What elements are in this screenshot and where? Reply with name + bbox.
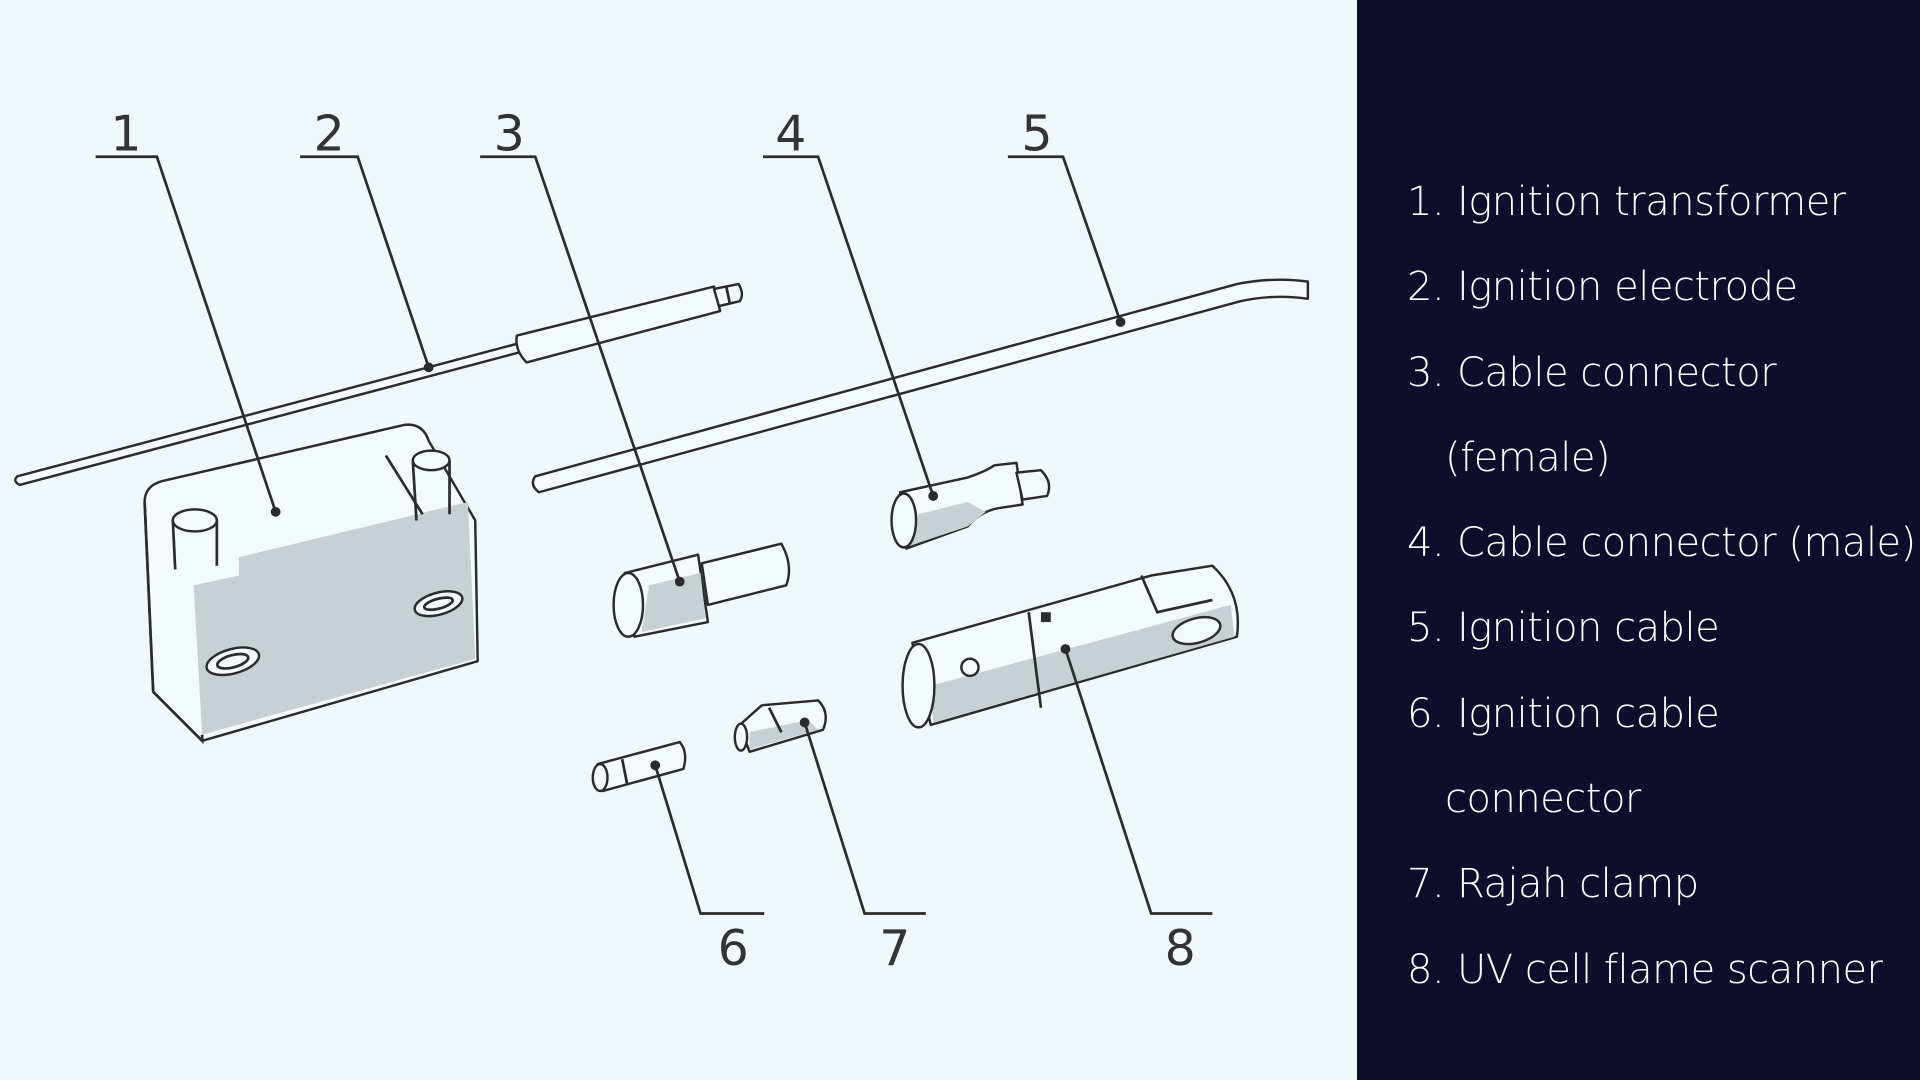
- legend-item: 6. Ignition cable connector: [1407, 672, 1916, 843]
- callout-8: 8: [1165, 920, 1196, 977]
- legend-item: 5. Ignition cable: [1407, 586, 1916, 671]
- legend-label-cont: connector: [1445, 776, 1641, 823]
- legend-item: 2. Ignition electrode: [1407, 245, 1916, 330]
- legend-num: 8.: [1407, 946, 1445, 993]
- ignition-cable: [531, 278, 1310, 494]
- legend-item: 7. Rajah clamp: [1407, 842, 1916, 927]
- legend-panel: 1. Ignition transformer 2. Ignition electr…: [1357, 0, 1920, 1080]
- legend-item: 1. Ignition transformer: [1407, 160, 1916, 245]
- legend-label: Ignition transformer: [1457, 179, 1846, 225]
- legend-label-cont: (female): [1445, 434, 1611, 481]
- callout-6: 6: [718, 920, 749, 977]
- ignition-transformer: [143, 423, 479, 745]
- callout-4: 4: [775, 106, 806, 163]
- legend-label: UV cell flame scanner: [1457, 946, 1883, 993]
- legend-label: Ignition cable: [1457, 605, 1720, 652]
- legend-num: 4.: [1407, 520, 1445, 567]
- callout-5: 5: [1021, 106, 1052, 163]
- legend-num: 6.: [1407, 690, 1445, 737]
- legend-num: 2.: [1407, 264, 1445, 311]
- ignition-electrode: [14, 282, 744, 487]
- cable-connector-female: [612, 542, 791, 638]
- legend-label: Cable connector (male): [1457, 520, 1916, 567]
- legend-num: 3.: [1407, 349, 1445, 396]
- legend-label: Cable connector: [1457, 349, 1777, 396]
- callout-7: 7: [879, 920, 910, 977]
- exploded-parts-diagram: 1 2 3 4 5 6 7 8: [14, 106, 1310, 977]
- legend-item: 4. Cable connector (male): [1407, 501, 1916, 586]
- legend-num: 7.: [1407, 861, 1445, 908]
- legend-list: 1. Ignition transformer 2. Ignition electr…: [1407, 160, 1916, 1013]
- callout-2: 2: [314, 106, 345, 163]
- rajah-clamp: [733, 699, 827, 754]
- callout-1: 1: [110, 106, 141, 163]
- legend-num: 5.: [1407, 605, 1445, 652]
- legend-item: 3. Cable connector (female): [1407, 331, 1916, 502]
- cable-connector-male: [890, 461, 1051, 550]
- ignition-cable-connector: [591, 740, 687, 793]
- callout-leaders: [95, 155, 1213, 915]
- legend-item: 8. UV cell flame scanner: [1407, 928, 1916, 1013]
- legend-label: Rajah clamp: [1457, 861, 1699, 908]
- legend-num: 1.: [1407, 179, 1445, 225]
- legend-label: Ignition cable: [1457, 690, 1720, 737]
- legend-label: Ignition electrode: [1457, 264, 1798, 311]
- uv-flame-scanner: [901, 564, 1240, 729]
- callout-3: 3: [494, 106, 525, 163]
